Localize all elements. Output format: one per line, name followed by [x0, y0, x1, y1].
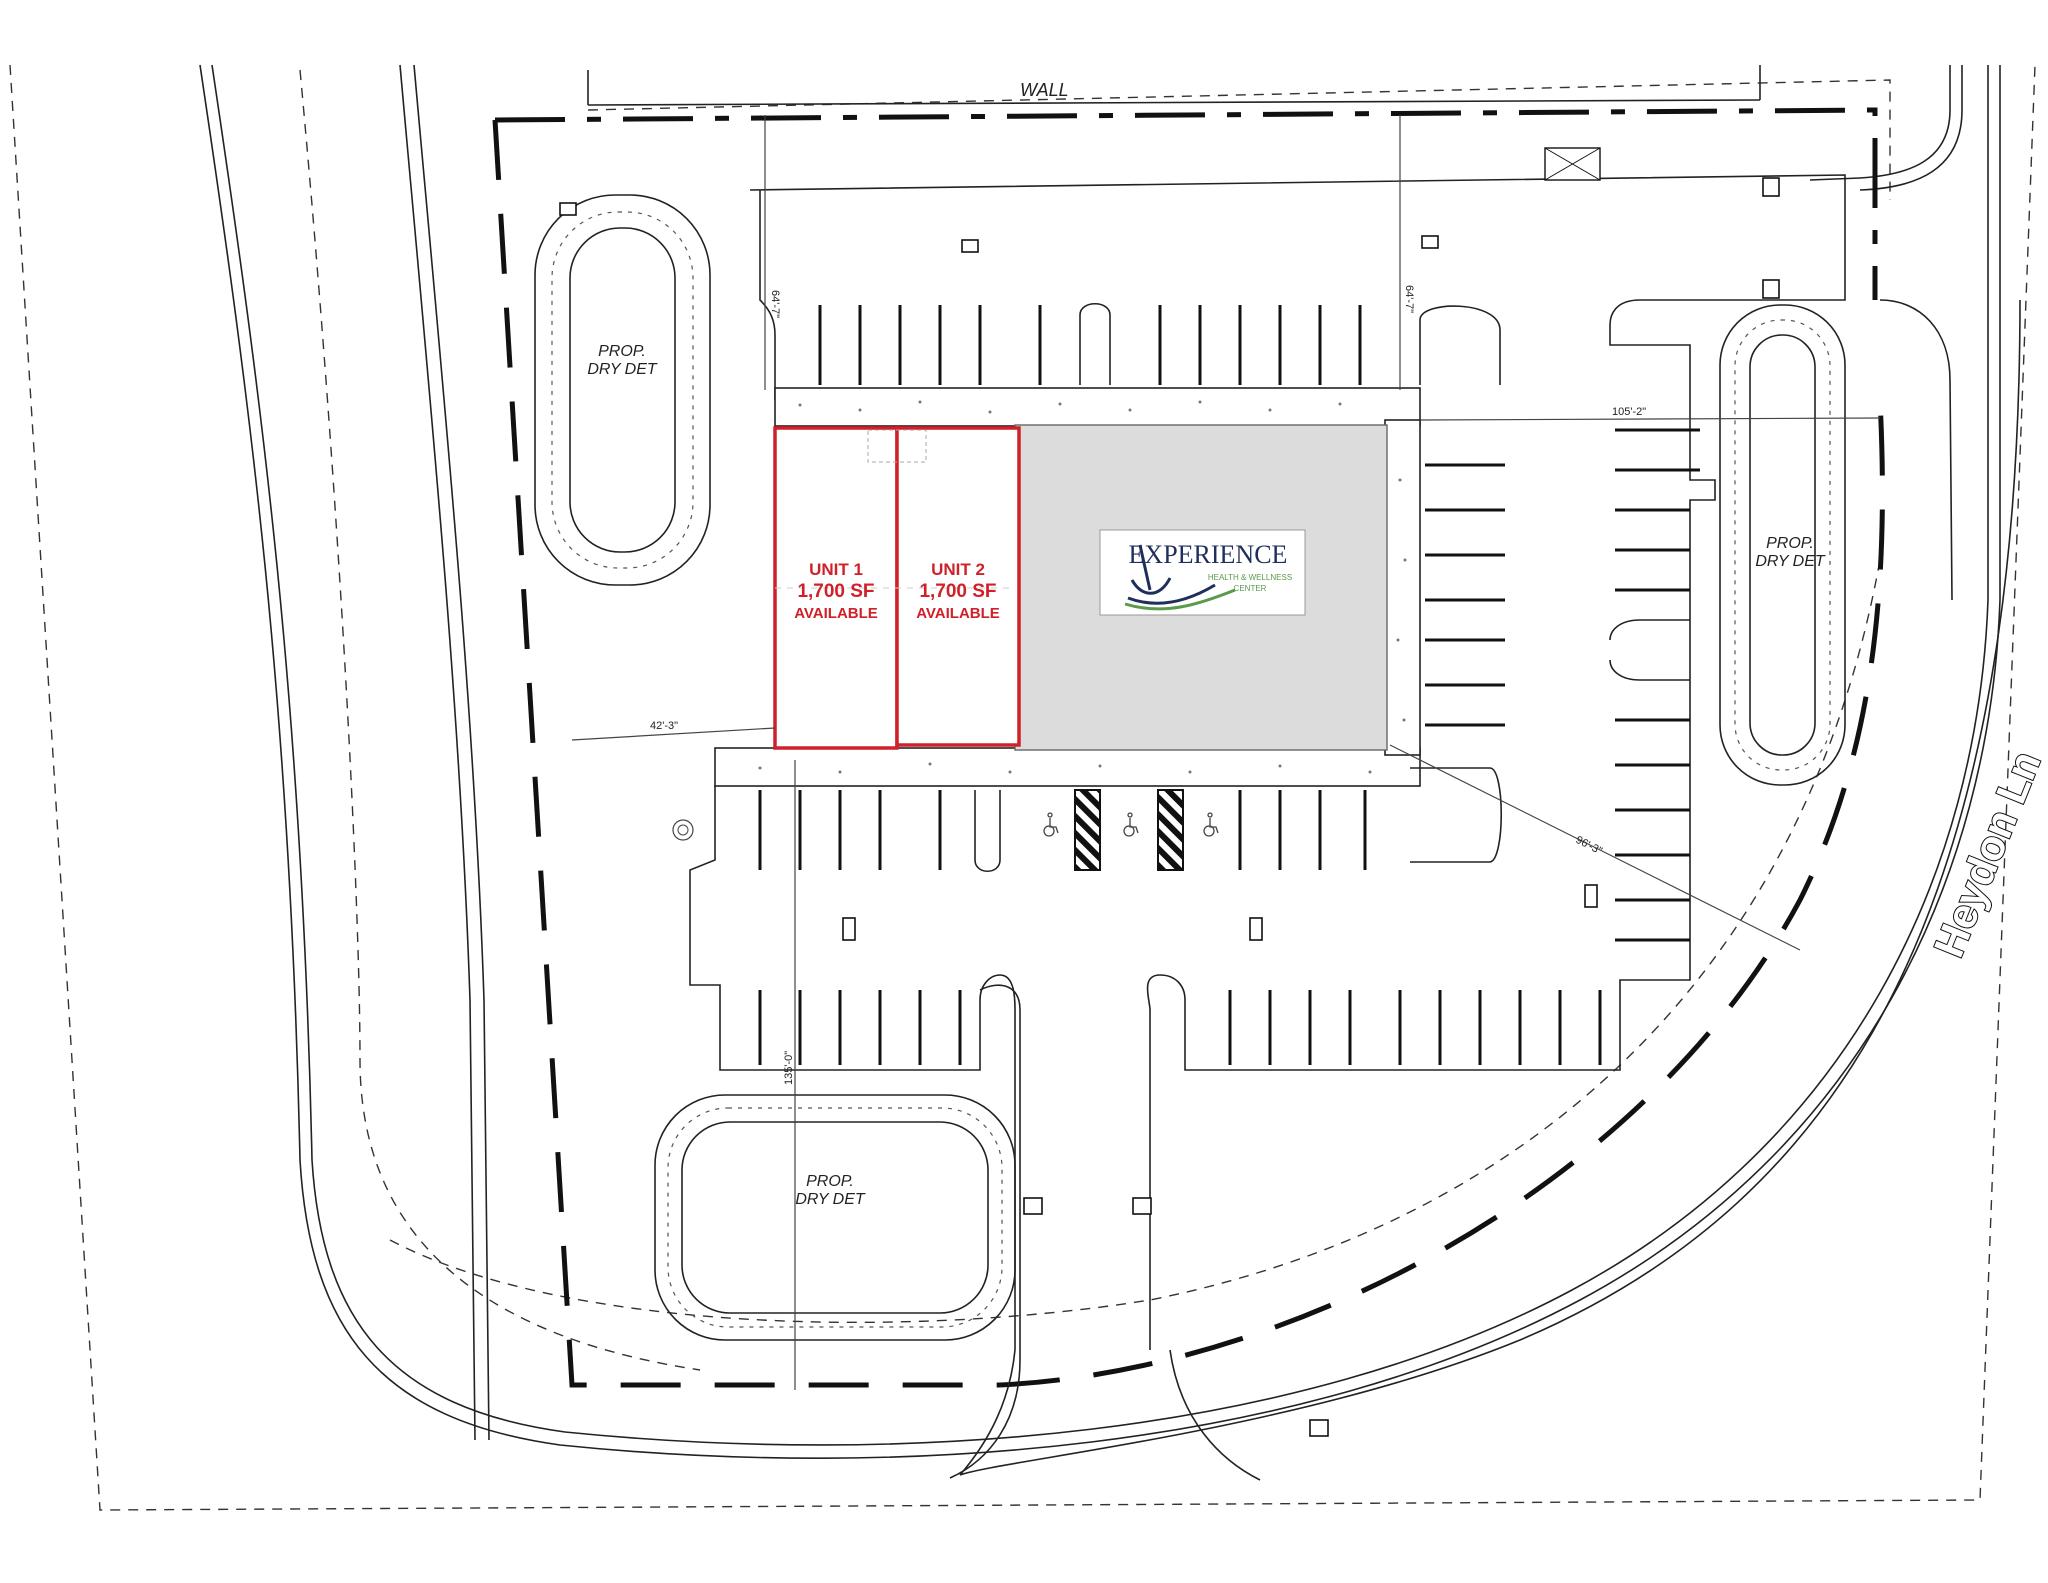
accessible-icon — [1123, 812, 1139, 837]
pond-nw-label-2: DRY DET — [587, 361, 658, 378]
pond-south: PROP. DRY DET — [654, 1094, 1016, 1341]
parking-west — [758, 990, 962, 1065]
accessible-icon — [1043, 812, 1059, 837]
parking-south-front — [758, 789, 1367, 873]
dimension-4: 42'-3" — [650, 720, 678, 732]
tenant-logo: EXPERIENCE HEALTH & WELLNESS CENTER — [1099, 529, 1306, 616]
unit-1-status: AVAILABLE — [794, 605, 878, 622]
row-lines — [9, 64, 2036, 1511]
parking-far-east — [1615, 428, 1700, 942]
tree-icon — [672, 819, 694, 841]
pond-s-label-1: PROP. — [806, 1173, 854, 1190]
available-units — [773, 426, 1021, 750]
pond-e-label-1: PROP. — [1766, 535, 1814, 552]
dimension-3: 105'-2" — [1612, 406, 1646, 418]
pond-e-label-2: DRY DET — [1755, 553, 1826, 570]
pond-northwest: PROP. DRY DET — [534, 194, 711, 586]
parking-north — [818, 302, 1501, 385]
unit-1-name: UNIT 1 — [809, 560, 863, 579]
utility-markers — [559, 177, 1780, 1437]
unit-2-name: UNIT 2 — [931, 560, 985, 579]
accessible-aisle-2 — [1157, 789, 1184, 871]
wall-label: WALL — [1020, 80, 1069, 100]
dimension-2: 64'-7" — [1403, 285, 1415, 313]
unit-1-area: 1,700 SF — [797, 581, 874, 602]
transformer-box — [1544, 147, 1601, 181]
logo-main-text: EXPERIENCE — [1129, 540, 1288, 569]
accessible-icons — [1043, 812, 1219, 837]
unit-2-status: AVAILABLE — [916, 605, 1000, 622]
dimension-6: 135'-0" — [783, 1051, 795, 1085]
unit-2-outline[interactable] — [895, 426, 1021, 747]
parking-east — [1410, 463, 1505, 863]
anchor-icon — [1127, 544, 1216, 605]
dimension-1: 64'-7" — [769, 290, 781, 318]
accessible-aisle-1 — [1074, 789, 1101, 871]
property-boundary — [492, 107, 1885, 1388]
dimension-lines — [571, 115, 1881, 1390]
logo-sub2-text: CENTER — [1234, 584, 1267, 593]
unit-2-area: 1,700 SF — [919, 581, 996, 602]
drive-aisle-south — [949, 984, 1021, 1479]
parking-south — [1228, 990, 1602, 1065]
accessible-icon — [1203, 812, 1219, 837]
wall: WALL — [587, 65, 1761, 106]
dimension-5: 96'-3" — [1574, 834, 1604, 857]
pond-s-label-2: DRY DET — [795, 1191, 866, 1208]
pond-nw-label-1: PROP. — [598, 343, 646, 360]
street-name: Heydon Ln — [1925, 745, 2048, 964]
logo-sub1-text: HEALTH & WELLNESS — [1208, 573, 1292, 582]
pond-east: PROP. DRY DET — [1719, 304, 1846, 786]
parking-lot-curb — [689, 174, 1846, 1481]
roadway-edges — [199, 64, 2021, 1476]
